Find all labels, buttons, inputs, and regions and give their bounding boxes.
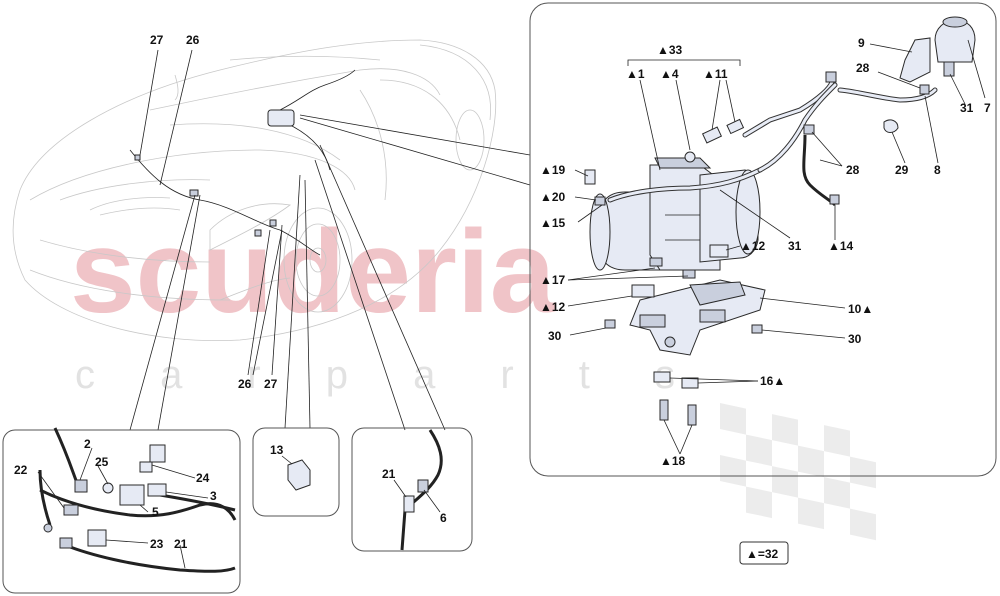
callout-12-right: ▲12 — [740, 239, 766, 253]
callout-26-top: 26 — [186, 33, 200, 47]
checkered-flag-watermark — [720, 403, 876, 541]
callout-3: 3 — [210, 489, 217, 503]
small-fittings — [584, 71, 930, 426]
callout-27-bottom: 27 — [264, 377, 278, 391]
callout-20: ▲20 — [540, 190, 566, 204]
callout-31-bottom: 31 — [788, 239, 802, 253]
callout-16: 16▲ — [760, 374, 785, 388]
watermark-text: scuderia — [70, 206, 557, 338]
car-leader-lines — [129, 49, 531, 431]
pump-bracket — [629, 279, 766, 356]
callout-24: 24 — [196, 471, 210, 485]
callout-6: 6 — [440, 511, 447, 525]
callout-28-right: 28 — [846, 163, 860, 177]
callout-17: ▲17 — [540, 273, 566, 287]
fluid-reservoir — [899, 16, 976, 83]
legend-box — [739, 541, 789, 565]
detail-leader-lines — [567, 39, 986, 455]
main-detail-box — [529, 2, 997, 477]
callout-7: 7 — [984, 101, 991, 115]
inset-sensor-box — [2, 429, 241, 594]
inset-pipe-box — [351, 427, 473, 552]
callout-11: ▲11 — [703, 67, 728, 81]
callout-2: 2 — [84, 437, 91, 451]
callout-26-bottom: 26 — [238, 377, 252, 391]
callout-21-pipe-inset: 21 — [382, 467, 396, 481]
callout-19: ▲19 — [540, 163, 566, 177]
legend-text: ▲=32 — [746, 547, 779, 561]
callout-18: ▲18 — [660, 454, 686, 468]
hydraulic-pump-assembly — [589, 157, 761, 271]
callout-4: ▲4 — [660, 67, 679, 81]
callout-9: 9 — [858, 36, 865, 50]
callout-5: 5 — [152, 505, 159, 519]
inset-sensor-parts — [37, 427, 237, 573]
callout-8: 8 — [934, 163, 941, 177]
callout-13: 13 — [270, 443, 284, 457]
callout-12-left: ▲12 — [540, 300, 566, 314]
callout-23: 23 — [150, 537, 164, 551]
callout-21-sensor-inset: 21 — [174, 537, 188, 551]
callout-15: ▲15 — [540, 216, 566, 230]
inset-fitting-part — [281, 455, 311, 491]
car-wiring — [129, 69, 356, 256]
callout-10: 10▲ — [848, 302, 873, 316]
callout-29: 29 — [895, 163, 909, 177]
callout-30-left: 30 — [548, 329, 562, 343]
callout-31-top: 31 — [960, 101, 974, 115]
car-outline — [12, 39, 497, 341]
callout-30-right: 30 — [848, 332, 862, 346]
callout-33: ▲33 — [657, 43, 683, 57]
callout-1: ▲1 — [626, 67, 645, 81]
callout-22: 22 — [14, 463, 28, 477]
callout-14: ▲14 — [828, 239, 854, 253]
callout-25: 25 — [95, 455, 109, 469]
inset-pipe-parts — [393, 429, 443, 551]
inset-fitting-box — [252, 427, 340, 517]
callout-27-top: 27 — [150, 33, 164, 47]
callout-28-top: 28 — [856, 61, 870, 75]
